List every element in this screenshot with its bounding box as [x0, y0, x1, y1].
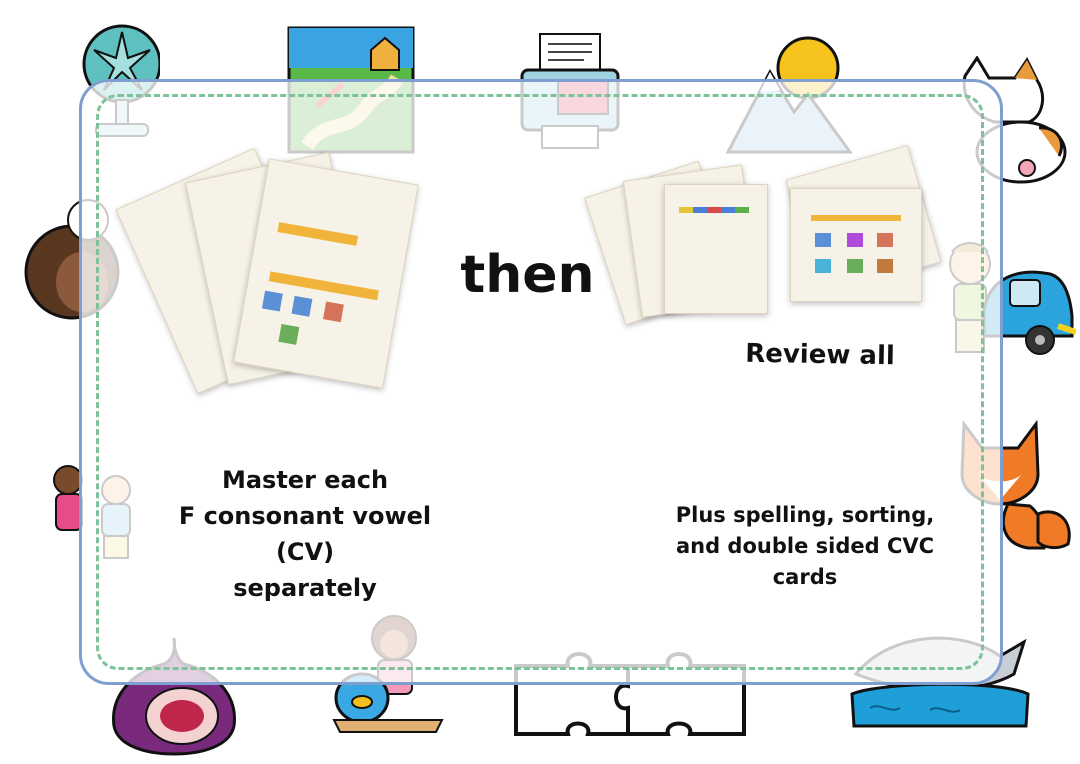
fig-icon	[112, 637, 236, 756]
plus-caption-line: Plus spelling, sorting,	[675, 503, 935, 527]
plus-caption: Plus spelling, sorting, and double sided…	[665, 500, 945, 593]
master-caption-line: separately	[233, 574, 377, 602]
plus-caption-line: cards	[772, 565, 838, 589]
plus-caption-line: and double sided CVC	[675, 534, 935, 558]
master-caption-line: Master each	[221, 466, 389, 494]
worksheet-photo	[790, 188, 922, 302]
worksheet-photo	[664, 184, 768, 314]
master-caption-line: F consonant vowel (CV)	[178, 502, 432, 566]
master-caption: Master each F consonant vowel (CV) separ…	[150, 462, 460, 606]
then-label: then	[460, 245, 595, 305]
dashed-frame	[96, 94, 984, 670]
review-all-label: Review all	[744, 338, 896, 372]
